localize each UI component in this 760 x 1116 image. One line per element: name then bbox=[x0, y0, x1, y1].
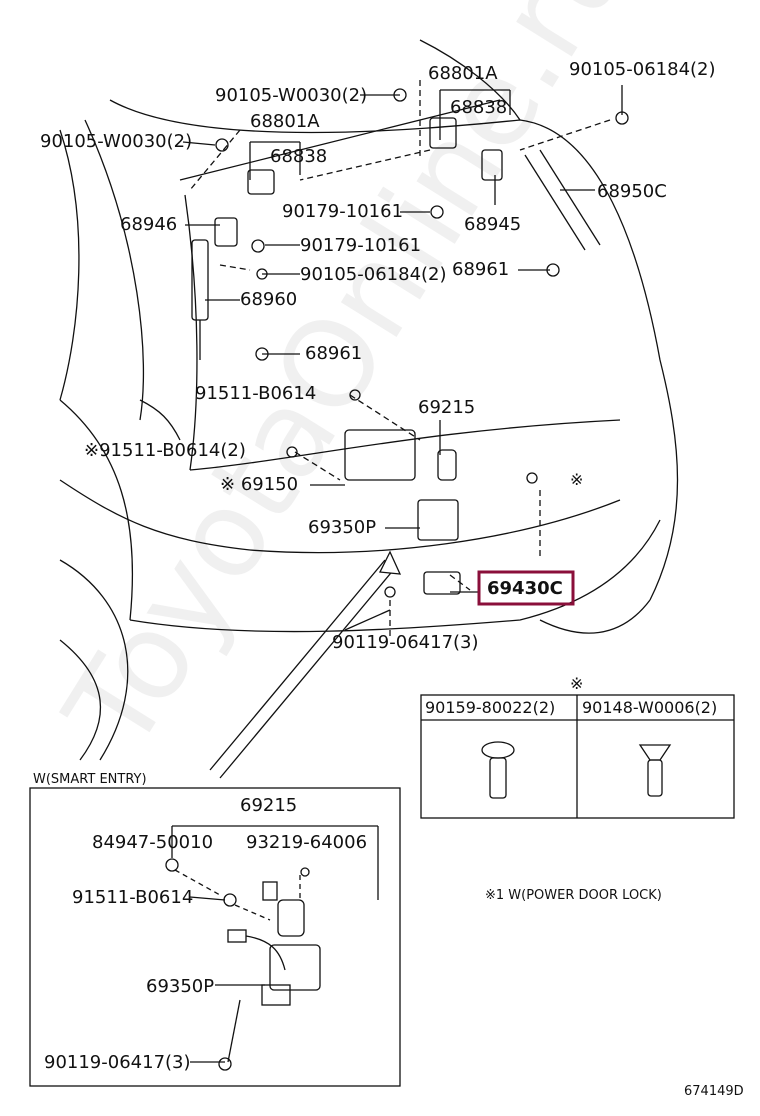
label-90105-06184-mid: 90105-06184(2) bbox=[300, 264, 447, 285]
label-69150-text: 69150 bbox=[240, 474, 299, 495]
ref-mark-right: ※ bbox=[570, 470, 584, 489]
inset-label-93219-64006: 93219-64006 bbox=[246, 832, 368, 853]
label-90105-w0030-b: 90105-W0030(2) bbox=[40, 131, 193, 152]
label-68950c: 68950C bbox=[597, 181, 667, 202]
label-68838-b: 68838 bbox=[270, 146, 328, 167]
label-90179-10161-a: 90179-10161 bbox=[282, 201, 404, 222]
label-69350p: 69350P bbox=[308, 517, 377, 538]
label-69150: ※ 69150 bbox=[220, 475, 298, 495]
ref-mark: ※ bbox=[220, 474, 236, 495]
label-90119-06417: 90119-06417(3) bbox=[332, 632, 479, 653]
table-header-2: 90148-W0006(2) bbox=[582, 698, 718, 717]
inset-label-69350p: 69350P bbox=[146, 976, 215, 997]
label-69430c: 69430C bbox=[487, 578, 563, 599]
label-90179-10161-b: 90179-10161 bbox=[300, 235, 422, 256]
label-90105-w0030-a: 90105-W0030(2) bbox=[215, 85, 368, 106]
table-header-1: 90159-80022(2) bbox=[425, 698, 556, 717]
label-68961-left: 68961 bbox=[305, 343, 363, 364]
label-68801a-b: 68801A bbox=[250, 111, 320, 132]
table-ref-mark: ※ bbox=[570, 674, 584, 693]
label-69215: 69215 bbox=[418, 397, 476, 418]
label-68945: 68945 bbox=[464, 214, 522, 235]
inset-label-90119-06417: 90119-06417(3) bbox=[44, 1052, 191, 1073]
label-68838-a: 68838 bbox=[450, 97, 508, 118]
diagram-id: 674149D bbox=[684, 1084, 744, 1099]
label-68946: 68946 bbox=[120, 214, 178, 235]
inset-label-91511-b0614: 91511-B0614 bbox=[72, 887, 194, 908]
ref-mark: ※ bbox=[84, 440, 100, 461]
inset-label-84947-50010: 84947-50010 bbox=[92, 832, 214, 853]
label-68961-right: 68961 bbox=[452, 259, 510, 280]
footnote: ※1 W(POWER DOOR LOCK) bbox=[485, 888, 662, 903]
inset-label-69215: 69215 bbox=[240, 795, 298, 816]
label-90105-06184-top: 90105-06184(2) bbox=[569, 59, 716, 80]
label-91511-b0614-2-text: 91511-B0614(2) bbox=[99, 440, 246, 461]
label-91511-b0614: 91511-B0614 bbox=[195, 383, 317, 404]
label-68801a-a: 68801A bbox=[428, 63, 498, 84]
inset-title: W(SMART ENTRY) bbox=[33, 772, 147, 787]
label-68960: 68960 bbox=[240, 289, 298, 310]
label-91511-b0614-2: ※91511-B0614(2) bbox=[84, 441, 246, 461]
